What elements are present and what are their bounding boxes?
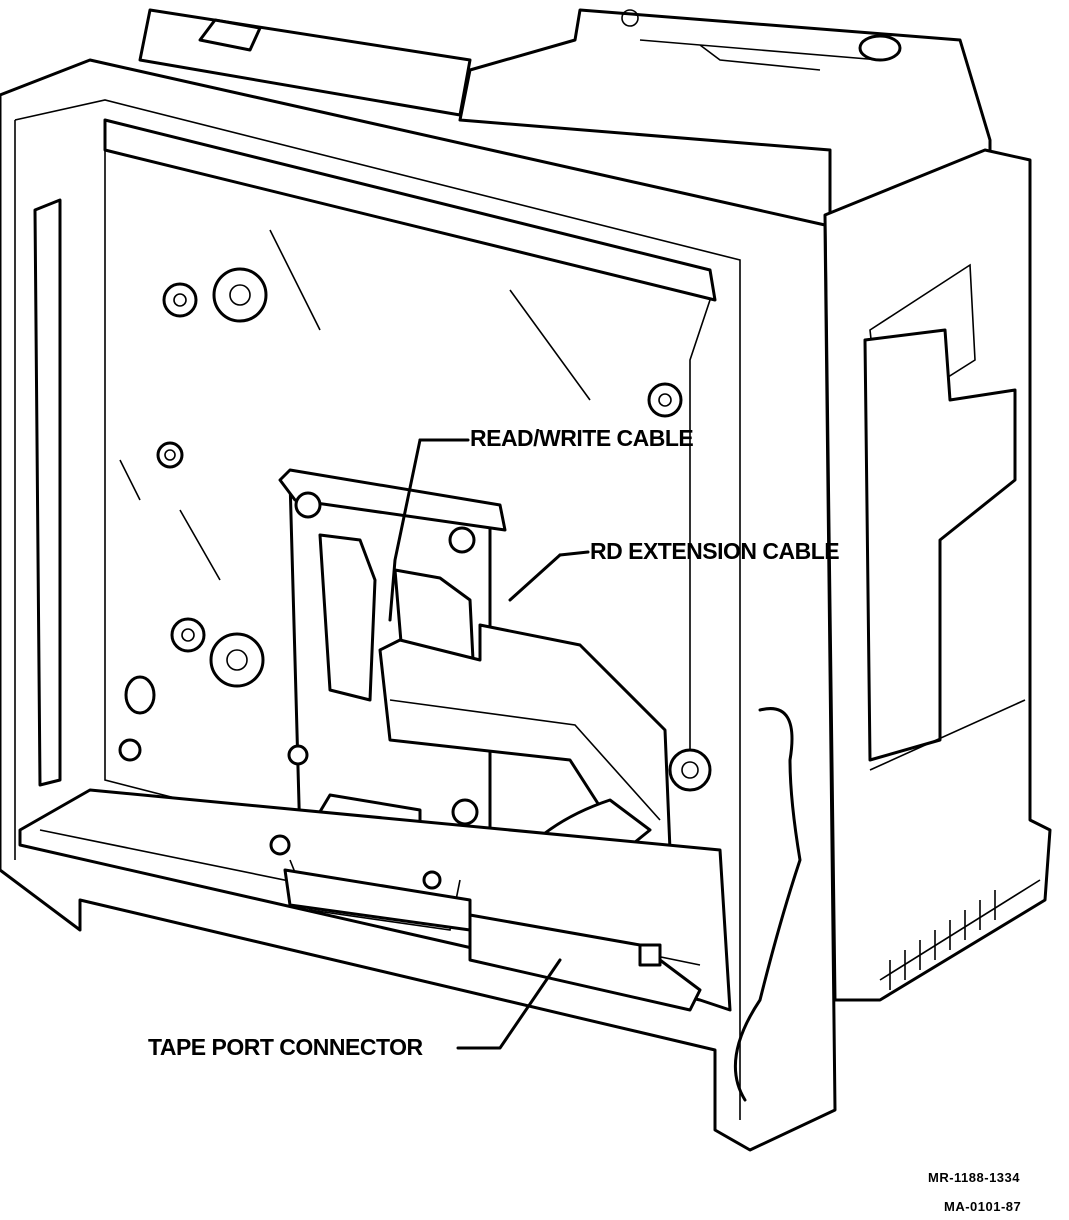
inner-panel — [33, 150, 712, 831]
figure-code-ma: MA-0101-87 — [944, 1199, 1022, 1214]
tape-port-connector-label: TAPE PORT CONNECTOR — [148, 1034, 423, 1060]
leader-lines — [418, 438, 590, 1050]
rd-extension-cable-label: RD EXTENSION CABLE — [590, 538, 840, 564]
top-left-box — [138, 8, 472, 117]
right-side-housing — [823, 148, 1052, 1002]
figure-code-mr: MR-1188-1334 — [928, 1170, 1020, 1185]
read-write-cable-label: READ/WRITE CABLE — [470, 425, 694, 451]
bottom-tray — [18, 788, 732, 1012]
